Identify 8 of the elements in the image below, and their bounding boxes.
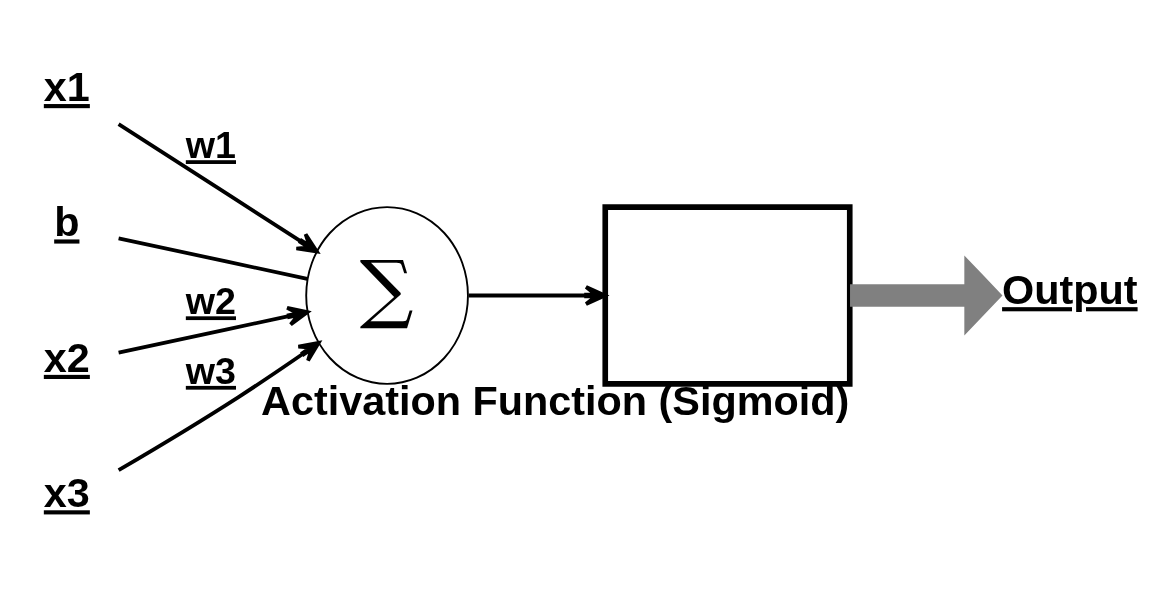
edge-label: w3 [185, 349, 237, 392]
edge-label: w1 [185, 123, 237, 166]
node-text: x1 [43, 63, 90, 110]
edge-label: w2 [185, 279, 237, 322]
node-text: Output [1002, 266, 1138, 313]
node-text: x3 [43, 469, 90, 516]
node-text: x2 [43, 334, 90, 381]
node-text: b [54, 198, 80, 245]
